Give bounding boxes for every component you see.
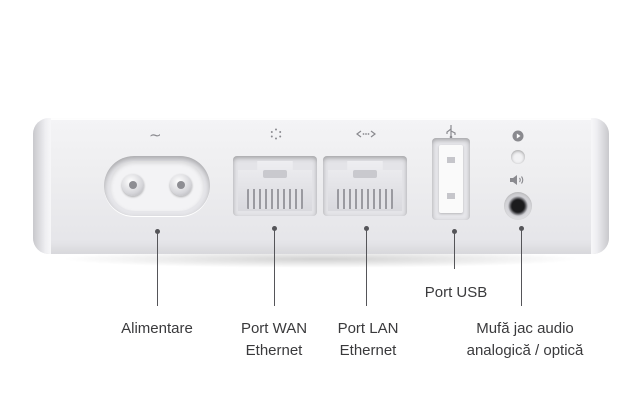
usb-slot-lower	[447, 193, 455, 199]
lan-leader-line	[366, 228, 367, 306]
lan-leader-dot	[364, 226, 369, 231]
power-label: Alimentare	[121, 320, 193, 337]
speaker-icon	[510, 175, 524, 185]
audio-label-line2: analogică / optică	[466, 342, 584, 359]
audio-label-line1: Mufă jac audio	[476, 320, 574, 337]
lan-ethernet-port	[323, 156, 407, 216]
power-pin-left	[122, 174, 144, 196]
wan-dots-icon	[270, 128, 282, 140]
power-leader-line	[157, 231, 158, 306]
lan-port-contacts	[337, 189, 393, 209]
lan-port-latch	[353, 170, 377, 178]
usb-leader-line	[454, 231, 455, 269]
power-leader-dot	[155, 229, 160, 234]
usb-label: Port USB	[424, 284, 488, 301]
lan-label-line2: Ethernet	[339, 342, 397, 359]
wan-port-contacts	[247, 189, 303, 209]
usb-port-tongue	[439, 145, 463, 213]
lan-arrows-icon	[356, 130, 376, 138]
audio-jack	[504, 192, 532, 220]
ac-tilde-icon: ∼	[149, 127, 162, 144]
usb-leader-dot	[452, 229, 457, 234]
usb-trident-icon	[446, 125, 456, 138]
usb-port	[432, 138, 470, 220]
wan-label-line1: Port WAN	[240, 320, 308, 337]
audio-leader-dot	[519, 226, 524, 231]
wan-leader-dot	[272, 226, 277, 231]
power-socket	[104, 156, 210, 216]
device-right-edge	[591, 118, 609, 254]
wan-port-latch	[263, 170, 287, 178]
device-shadow	[60, 250, 582, 268]
wan-leader-line	[274, 228, 275, 306]
wan-ethernet-port	[233, 156, 317, 216]
lan-label-line1: Port LAN	[337, 320, 399, 337]
power-pin-right	[170, 174, 192, 196]
play-status-icon	[512, 130, 524, 142]
usb-slot-upper	[447, 157, 455, 163]
wan-label-line2: Ethernet	[245, 342, 303, 359]
audio-leader-line	[521, 228, 522, 306]
device-left-edge	[33, 118, 51, 254]
status-led	[511, 150, 525, 164]
